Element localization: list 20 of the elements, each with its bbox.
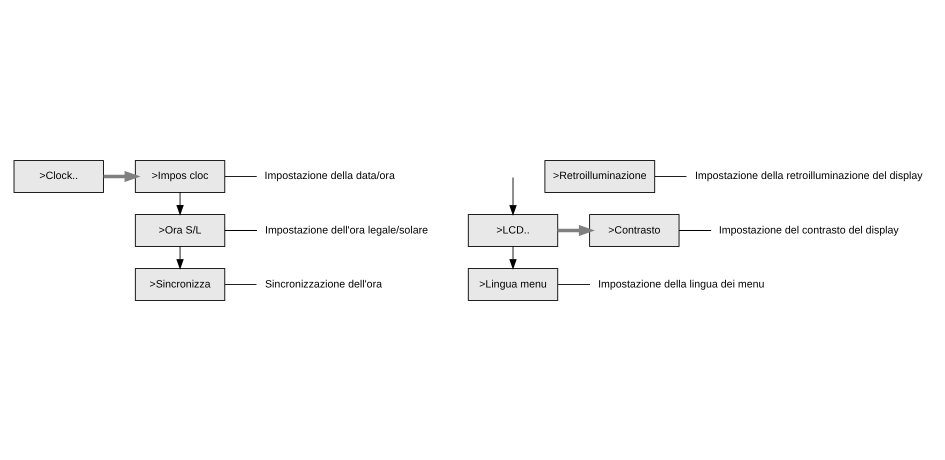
node-box: >Impos cloc — [134, 160, 226, 192]
arrow — [558, 224, 595, 236]
node-box: >Clock.. — [14, 160, 104, 192]
arrow — [104, 170, 141, 182]
node-box: >Contrasto — [589, 214, 680, 246]
node-text: Impostazione dell'ora legale/solare — [265, 224, 428, 236]
node-text: Impostazione del contrasto del display — [718, 224, 899, 236]
arrow — [509, 246, 517, 270]
arrow — [176, 246, 184, 270]
node-text: Impostazione della lingua dei menu — [598, 278, 764, 290]
node-box: >LCD.. — [468, 214, 558, 246]
node-box: >Lingua menu — [468, 268, 558, 300]
node-box: >Sincronizza — [134, 268, 226, 300]
node-text: Impostazione della data/ora — [264, 170, 395, 182]
node-text: Sincronizzazione dell'ora — [264, 278, 382, 290]
node-box: >Ora S/L — [134, 214, 226, 246]
node-box: >Retroilluminazione — [544, 160, 656, 192]
arrow — [176, 192, 184, 216]
arrow — [509, 176, 517, 216]
node-text: Impostazione della retroilluminazione del display — [694, 170, 923, 182]
